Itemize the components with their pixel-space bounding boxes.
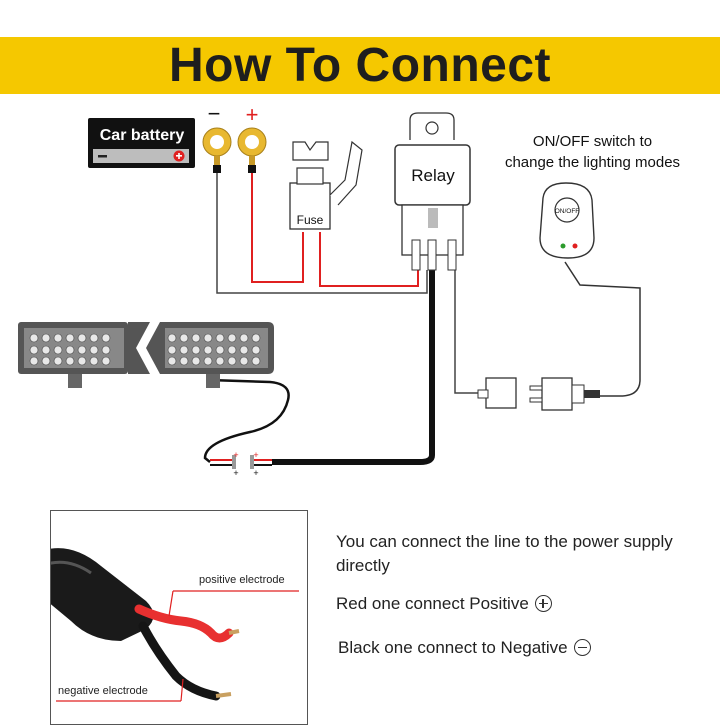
plus-circle-icon [534,595,552,612]
positive-terminal-sign: + [246,102,259,127]
harness-connector [210,455,272,469]
page-title: How To Connect [168,39,552,92]
fuse-relay-wire [319,232,419,287]
connector-plus-top-right: + [253,450,258,460]
positive-wire-battery [251,168,304,283]
switch-connector-female [477,377,517,409]
switch-cable [564,261,641,397]
instruction-direct-connect: You can connect the line to the power su… [336,532,673,575]
cable-inset: positive electrode negative electrode [50,510,308,725]
relay [394,112,471,271]
fuse-holder [289,140,363,230]
switch-button-label: ON/OFF [555,208,580,215]
minus-circle-icon [573,639,591,656]
instruction-black-text: Black one connect to Negative [338,638,568,657]
switch-connector-male [529,377,600,411]
lightbar-cable [203,370,290,463]
instruction-red-positive: Red one connect Positive [336,592,552,616]
negative-electrode-label: negative electrode [58,685,148,697]
car-battery [88,118,195,168]
main-harness-cable [272,268,435,465]
negative-ring-terminal [202,127,232,173]
fuse-label: Fuse [297,213,324,227]
instruction-red-text: Red one connect Positive [336,594,529,613]
on-off-switch [539,182,595,259]
connector-plus-bottom-right: + [253,468,258,478]
cable-illustration: positive electrode negative electrode [51,548,299,702]
connector-plus-top-left: + [233,450,238,460]
positive-electrode-label: positive electrode [199,574,285,586]
relay-switch-wire [454,268,488,394]
positive-ring-terminal [237,127,267,173]
relay-label: Relay [411,166,455,185]
switch-caption-line2: change the lighting modes [504,154,681,171]
title-banner [0,37,720,94]
switch-caption: ON/OFF switch to change the lighting mod… [480,131,705,173]
negative-terminal-sign: − [208,101,221,126]
switch-caption-line1: ON/OFF switch to [532,133,653,150]
connector-plus-bottom-left: + [233,468,238,478]
negative-wire [216,165,428,294]
battery-label: Car battery [100,127,185,144]
instruction-black-negative: Black one connect to Negative [338,636,591,660]
led-light-bar [18,322,274,388]
